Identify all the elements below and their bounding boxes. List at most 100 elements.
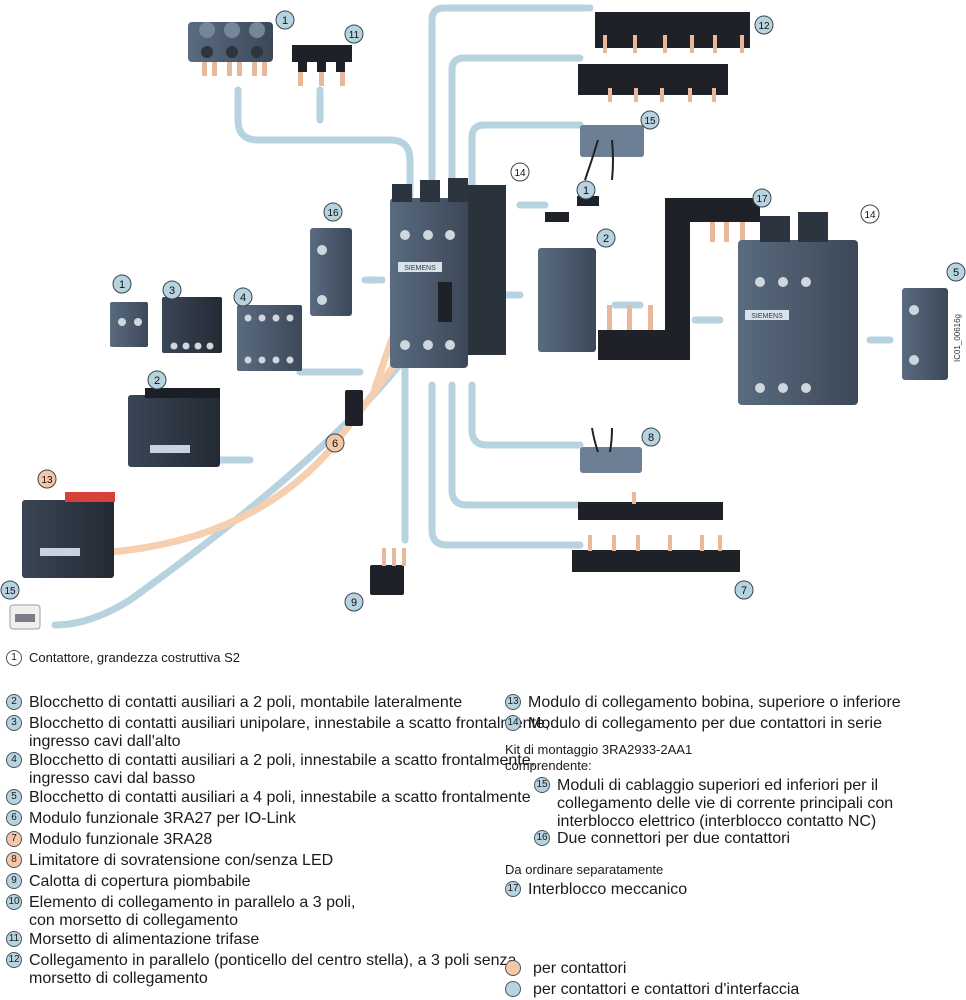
supply-terminal-part: [188, 22, 273, 76]
legend-item-8: 8 Limitatore di sovratensione con/senza L…: [6, 852, 333, 870]
legend-text: Blocchetto di contatti ausiliari a 2 pol…: [29, 752, 536, 787]
legend-text: Blocchetto di contatti ausiliari a 4 pol…: [29, 789, 531, 806]
callout-1: 1: [275, 10, 295, 30]
callout-badge: 7: [6, 831, 22, 847]
legend-text: Elemento di collegamento in parallelo a …: [29, 894, 356, 929]
callout-badge: 13: [505, 694, 521, 710]
surge-suppressor: [345, 390, 363, 426]
mechanical-interlock: [538, 248, 596, 352]
legend-text: Limitatore di sovratensione con/senza LE…: [29, 852, 334, 869]
callout-7: 7: [734, 580, 754, 600]
brand-label-right: SIEMENS: [751, 313, 783, 320]
callout-12: 12: [754, 15, 774, 35]
callout-1: 1: [576, 180, 596, 200]
callout-number: 16: [327, 208, 339, 219]
legend-text: Modulo di collegamento per due contattor…: [528, 715, 882, 732]
callout-badge: 14: [505, 715, 521, 731]
callout-17: 17: [752, 188, 772, 208]
callout-number: 2: [154, 375, 160, 387]
legend-text: Blocchetto di contatti ausiliari unipola…: [29, 715, 550, 750]
callout-number: 1: [119, 279, 125, 291]
callout-14: 14: [510, 162, 530, 182]
callout-badge: 9: [6, 873, 22, 889]
callout-badge: 8: [6, 852, 22, 868]
coil-module: [580, 427, 642, 473]
callout-number: 7: [741, 585, 747, 597]
wiring-module-bottom: [572, 492, 740, 572]
legend-text: Interblocco meccanico: [528, 881, 688, 898]
legend-item-15: 15 Moduli di cablaggio superiori ed infer…: [534, 777, 893, 831]
key-swatch: [505, 960, 521, 976]
series-module-small: [580, 125, 644, 181]
kit-title: Kit di montaggio 3RA2933-2AA1 comprenden…: [505, 742, 693, 773]
callout-number: 4: [240, 292, 246, 304]
callout-16: 16: [323, 202, 343, 222]
aux-block-3: [110, 302, 148, 347]
callout-13: 13: [37, 469, 57, 489]
callout-badge: 3: [6, 715, 22, 731]
callout-number: 14: [514, 168, 526, 179]
legend-item-4: 4 Blocchetto di contatti ausiliari a 2 po…: [6, 752, 535, 788]
callout-badge: 1: [6, 650, 22, 666]
callout-badge: 11: [6, 931, 22, 947]
legend-item-5: 5 Blocchetto di contatti ausiliari a 4 po…: [6, 789, 531, 807]
legend-text: Blocchetto di contatti ausiliari a 2 pol…: [29, 694, 463, 711]
legend-text: Contattore, grandezza costruttiva S2: [29, 650, 241, 665]
callout-number: 17: [756, 194, 768, 205]
legend-item-2: 2 Blocchetto di contatti ausiliari a 2 po…: [6, 694, 462, 712]
key-swatch: [505, 981, 521, 997]
star-bridge-part: [292, 45, 352, 86]
callout-badge: 5: [6, 789, 22, 805]
callout-4: 4: [233, 287, 253, 307]
key-text: per contattori e contattori d'interfacci…: [533, 981, 800, 998]
aux-block-4: [162, 297, 222, 353]
callout-number: 15: [4, 586, 16, 597]
callout-number: 15: [644, 116, 656, 127]
parallel-link: [370, 548, 406, 595]
callout-badge: 4: [6, 752, 22, 768]
callout-15: 15: [640, 110, 660, 130]
legend-item-1: 1 Contattore, grandezza costruttiva S2: [6, 650, 240, 666]
callout-9: 9: [344, 592, 364, 612]
key-text: per contattori: [533, 960, 627, 977]
legend-text: Moduli di cablaggio superiori ed inferio…: [557, 777, 894, 830]
callout-8: 8: [641, 427, 661, 447]
callout-number: 8: [648, 432, 654, 444]
legend-item-17: 17 Interblocco meccanico: [505, 881, 687, 899]
callout-number: 11: [349, 30, 360, 41]
callout-2: 2: [596, 228, 616, 248]
brand-label-main: SIEMENS: [404, 265, 436, 272]
contactor-right: SIEMENS: [738, 212, 858, 405]
callout-1: 1: [112, 274, 132, 294]
callout-badge: 17: [505, 881, 521, 897]
callout-badge: 12: [6, 952, 22, 968]
callout-15: 15: [0, 580, 20, 600]
callout-badge: 10: [6, 894, 22, 910]
callout-11: 11: [344, 24, 364, 44]
callout-badge: 16: [534, 830, 550, 846]
figure-code: IC01_00616g: [953, 314, 962, 362]
callout-3: 3: [162, 280, 182, 300]
function-module-6: [128, 388, 220, 467]
legend-item-3: 3 Blocchetto di contatti ausiliari unipol…: [6, 715, 549, 751]
callout-badge: 2: [6, 694, 22, 710]
key-item: per contattori e contattori d'interfacci…: [505, 981, 799, 999]
function-module-7: [22, 492, 115, 578]
callout-badge: 15: [534, 777, 550, 793]
callout-number: 5: [953, 267, 959, 279]
sealing-cap: [9, 604, 41, 630]
callout-number: 12: [758, 21, 770, 32]
separate-title: Da ordinare separatamente: [505, 862, 664, 877]
aux-block-2-left: [310, 228, 352, 316]
two-connectors-part: [545, 196, 599, 222]
callout-6: 6: [325, 433, 345, 453]
contactor-main: SIEMENS: [390, 178, 506, 368]
aux-block-5: [237, 305, 302, 371]
